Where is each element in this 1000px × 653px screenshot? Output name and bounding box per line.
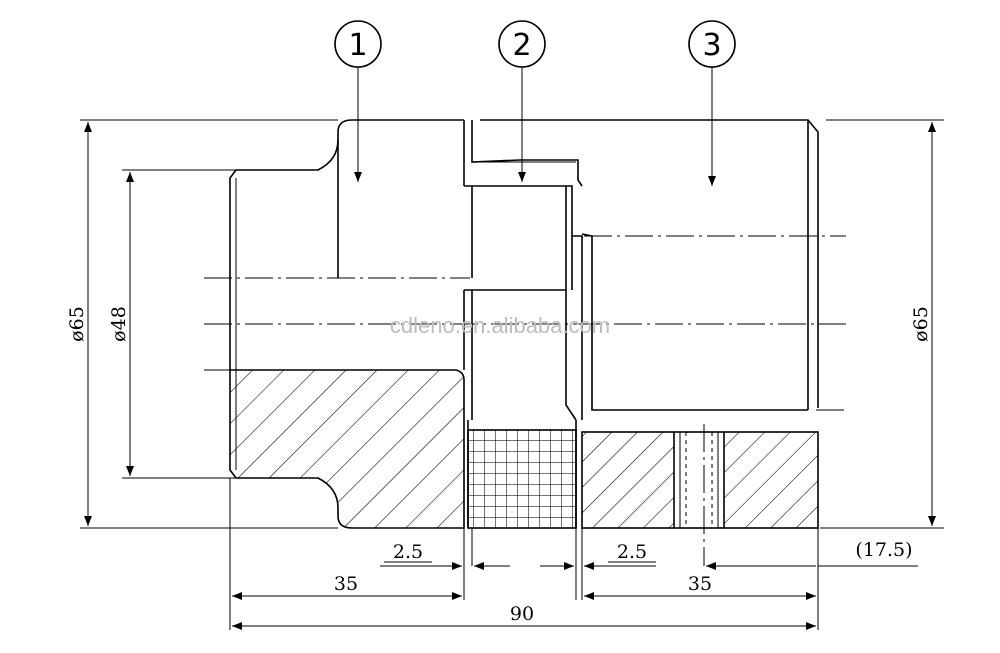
balloon-2-label: 2 [512, 28, 531, 63]
hub-3 [480, 119, 819, 529]
center-lines [204, 235, 846, 566]
dim-left-gap: 2.5 [393, 541, 423, 563]
dim-left-length: 35 [334, 573, 358, 595]
balloon-1: 1 [334, 20, 382, 182]
dim-right-gap: 2.5 [617, 541, 647, 563]
hub-1 [229, 119, 473, 529]
dim-bore-diameter: ø48 [108, 306, 130, 342]
balloon-3-label: 3 [702, 28, 721, 63]
extension-lines [80, 119, 944, 630]
balloon-1-label: 1 [348, 28, 367, 63]
dimension-lines [84, 122, 936, 630]
dim-right-diameter: ø65 [910, 306, 932, 342]
balloon-3: 3 [688, 20, 736, 186]
dim-right-length: 35 [688, 573, 712, 595]
spider-2 [467, 120, 583, 529]
watermark: cdleno.en.alibaba.com [390, 313, 610, 338]
balloon-2: 2 [498, 20, 546, 182]
dim-setscrew-position: (17.5) [855, 539, 912, 561]
dim-left-diameter: ø65 [66, 306, 88, 342]
dim-total-length: 90 [510, 603, 534, 625]
